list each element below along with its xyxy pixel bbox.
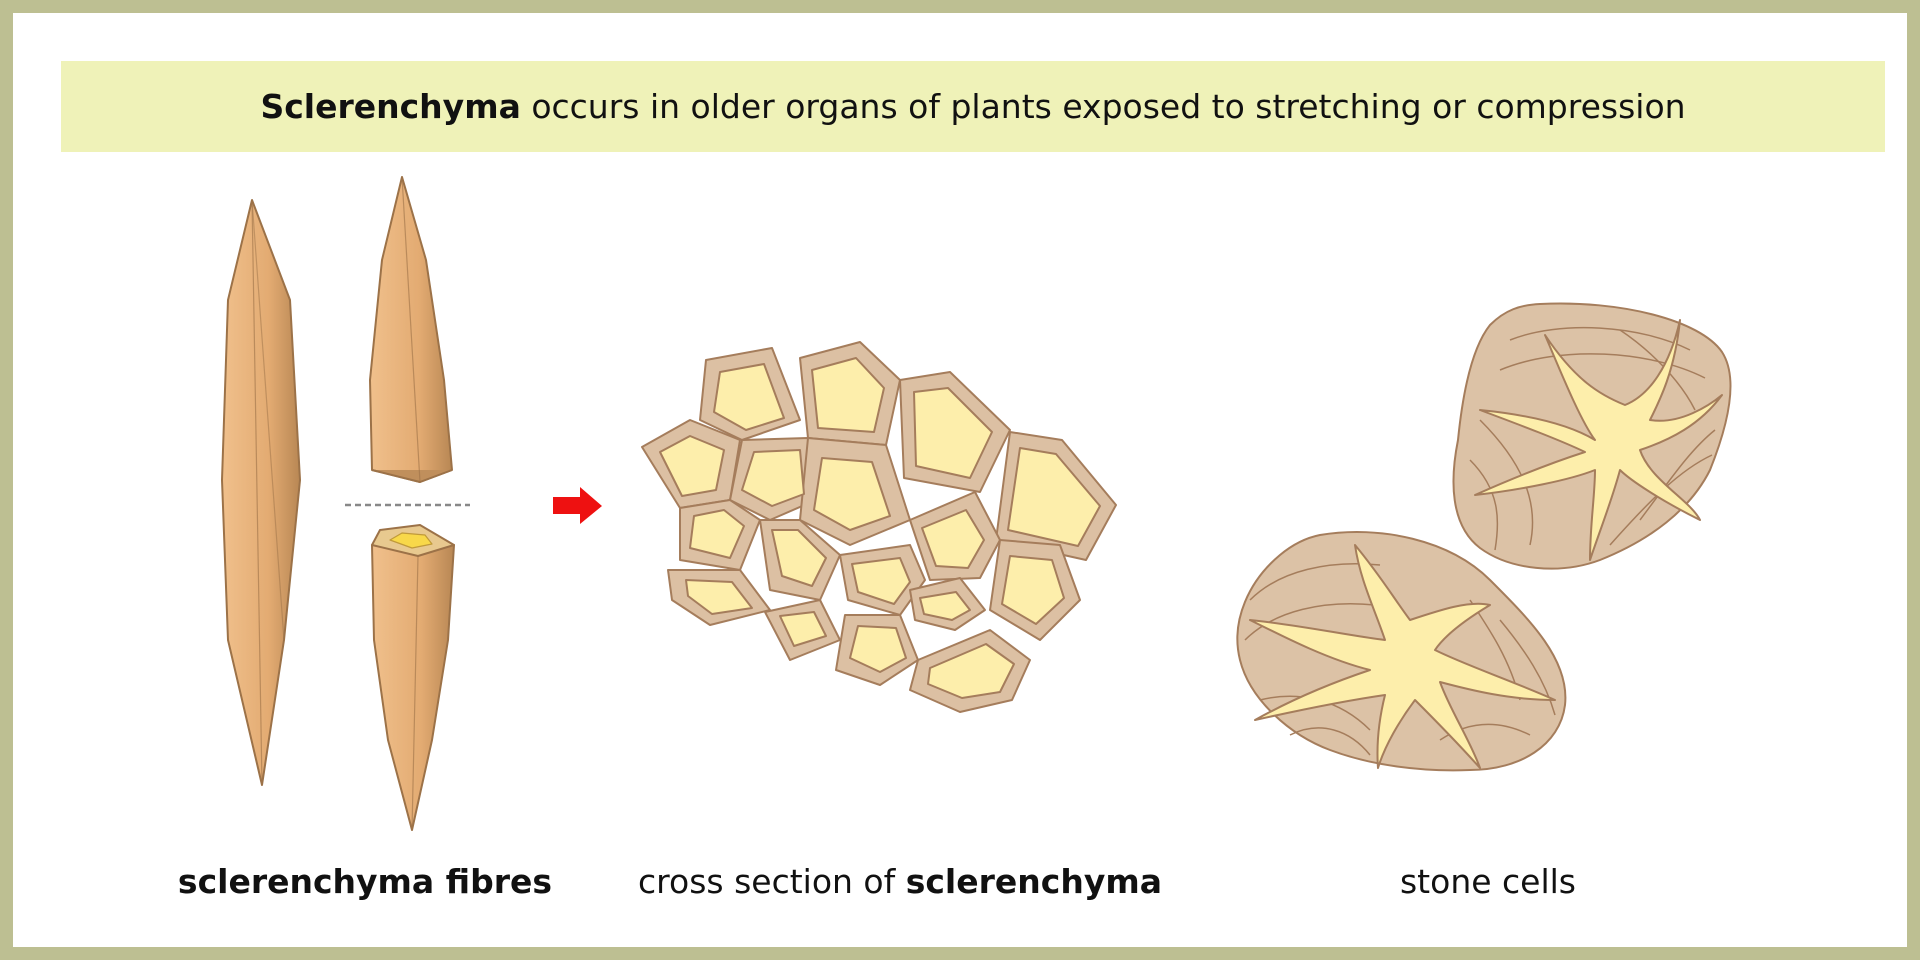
header-banner: Sclerenchyma occurs in older organs of p…	[61, 61, 1885, 152]
fibre-upper-piece	[369, 176, 453, 483]
caption-stone-cells: stone cells	[1399, 862, 1577, 901]
stone-cell-upper	[1452, 302, 1732, 570]
stone-cell-lower	[1236, 531, 1567, 772]
fibre-lower-piece	[371, 524, 455, 831]
banner-text: occurs in older organs of plants exposed…	[520, 87, 1686, 126]
caption-cross-section: cross section of sclerenchyma	[638, 862, 1162, 901]
caption-sclerenchyma-fibres: sclerenchyma fibres	[177, 862, 553, 901]
red-right-arrow-icon	[553, 487, 602, 524]
sclerenchyma-cross-section	[641, 341, 1117, 713]
long-fibre	[221, 199, 301, 786]
banner-bold-term: Sclerenchyma	[260, 87, 521, 126]
